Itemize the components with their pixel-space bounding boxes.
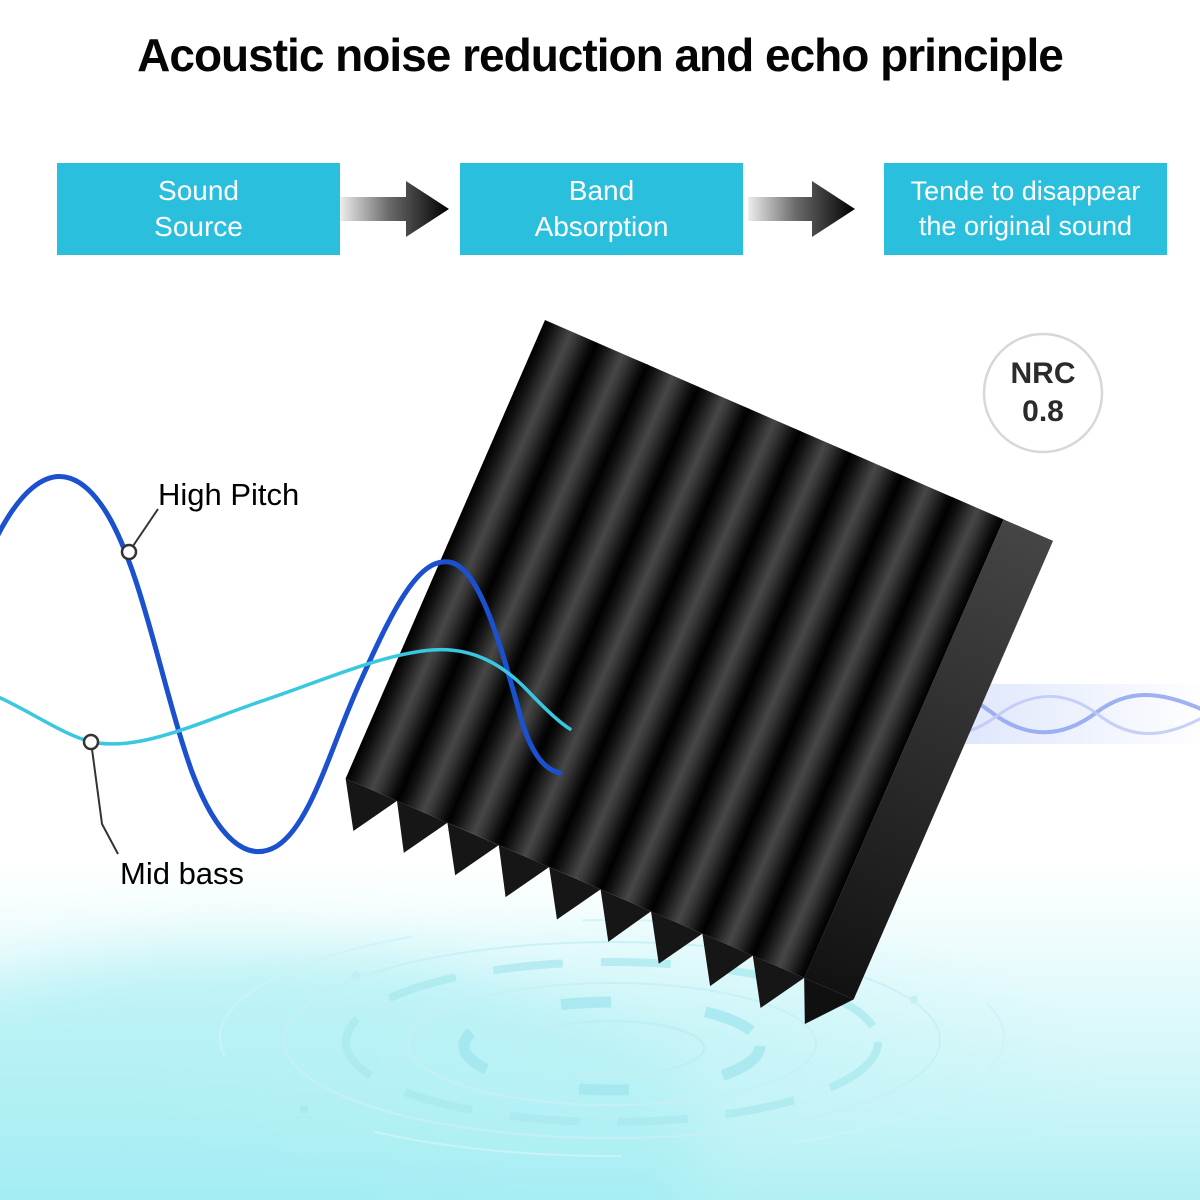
foam-bottom-sawtooth <box>345 778 805 1009</box>
page-title: Acoustic noise reduction and echo princi… <box>137 29 1064 81</box>
mid-bass-leader-line <box>91 748 119 855</box>
foam-side-face <box>804 519 1054 1000</box>
acoustic-foam-panel <box>345 320 1054 1024</box>
high-pitch-leader-line <box>132 508 159 547</box>
flow-step-label: Band Absorption <box>534 175 669 242</box>
wave-label-mid-bass: Mid bass <box>120 856 245 891</box>
foam-side-corner <box>804 977 854 1024</box>
flow-step-disappear: Tende to disappear the original sound <box>884 163 1167 255</box>
incoming-wave-graphic <box>0 474 572 855</box>
bottom-glow-rings <box>0 860 1200 1200</box>
flow-step-label: Tende to disappear the original sound <box>910 176 1141 241</box>
flow-arrows <box>340 181 855 237</box>
high-pitch-wave <box>0 474 563 854</box>
flow-step-sound-source: Sound Source <box>57 163 340 255</box>
flow-arrow-icon <box>340 181 449 237</box>
mid-bass-marker <box>82 733 100 751</box>
foam-wedges <box>345 320 1004 978</box>
mid-bass-wave <box>0 647 572 746</box>
nrc-badge-text: NRC 0.8 <box>1010 357 1076 428</box>
wave-label-high-pitch: High Pitch <box>158 477 300 512</box>
high-pitch-marker <box>120 543 138 561</box>
flow-arrow-icon <box>748 181 855 237</box>
flow-step-band-absorption: Band Absorption <box>460 163 743 255</box>
flow-step-label: Sound Source <box>154 175 243 242</box>
nrc-badge-circle <box>982 332 1104 454</box>
